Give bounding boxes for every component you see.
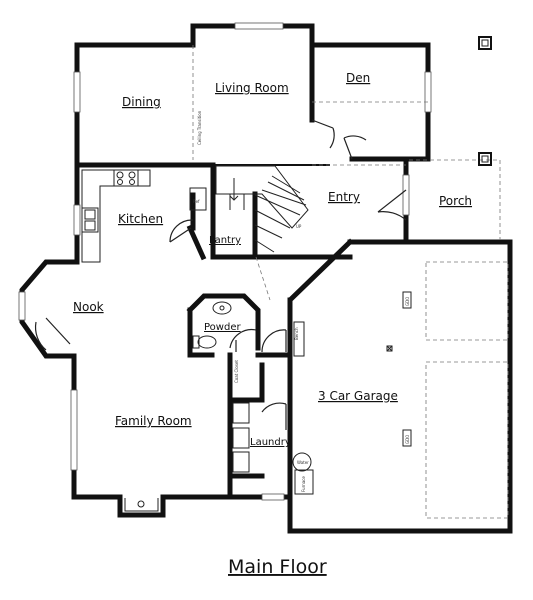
interior-walls	[74, 162, 353, 500]
garage-fixtures: Water Furnace GDO GDO	[292, 291, 412, 495]
room-label-pantry: Pantry	[209, 235, 241, 246]
room-label-nook: Nook	[73, 300, 104, 314]
dashed-lines	[192, 45, 509, 519]
room-label-living-room: Living Room	[215, 81, 289, 95]
exterior-walls	[19, 23, 513, 534]
fridge-note: Ref	[193, 199, 200, 204]
doors	[34, 119, 407, 430]
stair-up-note: UP	[296, 224, 302, 229]
coat-closet-note: Coat Closet	[234, 360, 239, 383]
laundry-fixtures: Coat Closet Bench	[232, 321, 305, 473]
furnace-note: Furnace	[301, 476, 306, 492]
gdo-note-1: GDO	[405, 297, 410, 306]
gdo-note-2: GDO	[405, 435, 410, 444]
room-label-laundry: Laundry	[250, 437, 291, 448]
porch-posts	[478, 36, 492, 166]
room-label-garage: 3 Car Garage	[318, 389, 398, 403]
room-label-family-room: Family Room	[115, 414, 192, 428]
room-label-porch: Porch	[439, 194, 472, 208]
fireplace	[124, 498, 159, 512]
kitchen-fixtures: Ref	[81, 169, 207, 263]
plan-title: Main Floor	[228, 556, 327, 578]
stairs: UP	[215, 165, 309, 253]
windows	[18, 22, 432, 501]
room-label-powder: Powder	[204, 322, 241, 333]
room-label-dining: Dining	[122, 95, 161, 109]
room-label-entry: Entry	[328, 190, 360, 204]
powder-fixtures	[192, 301, 232, 349]
bench-note: Bench	[294, 327, 299, 340]
room-label-kitchen: Kitchen	[118, 212, 163, 226]
ceiling-transition-note: Ceiling Transition	[197, 110, 202, 145]
water-heater-note: Water	[297, 460, 309, 465]
room-label-den: Den	[346, 71, 370, 85]
